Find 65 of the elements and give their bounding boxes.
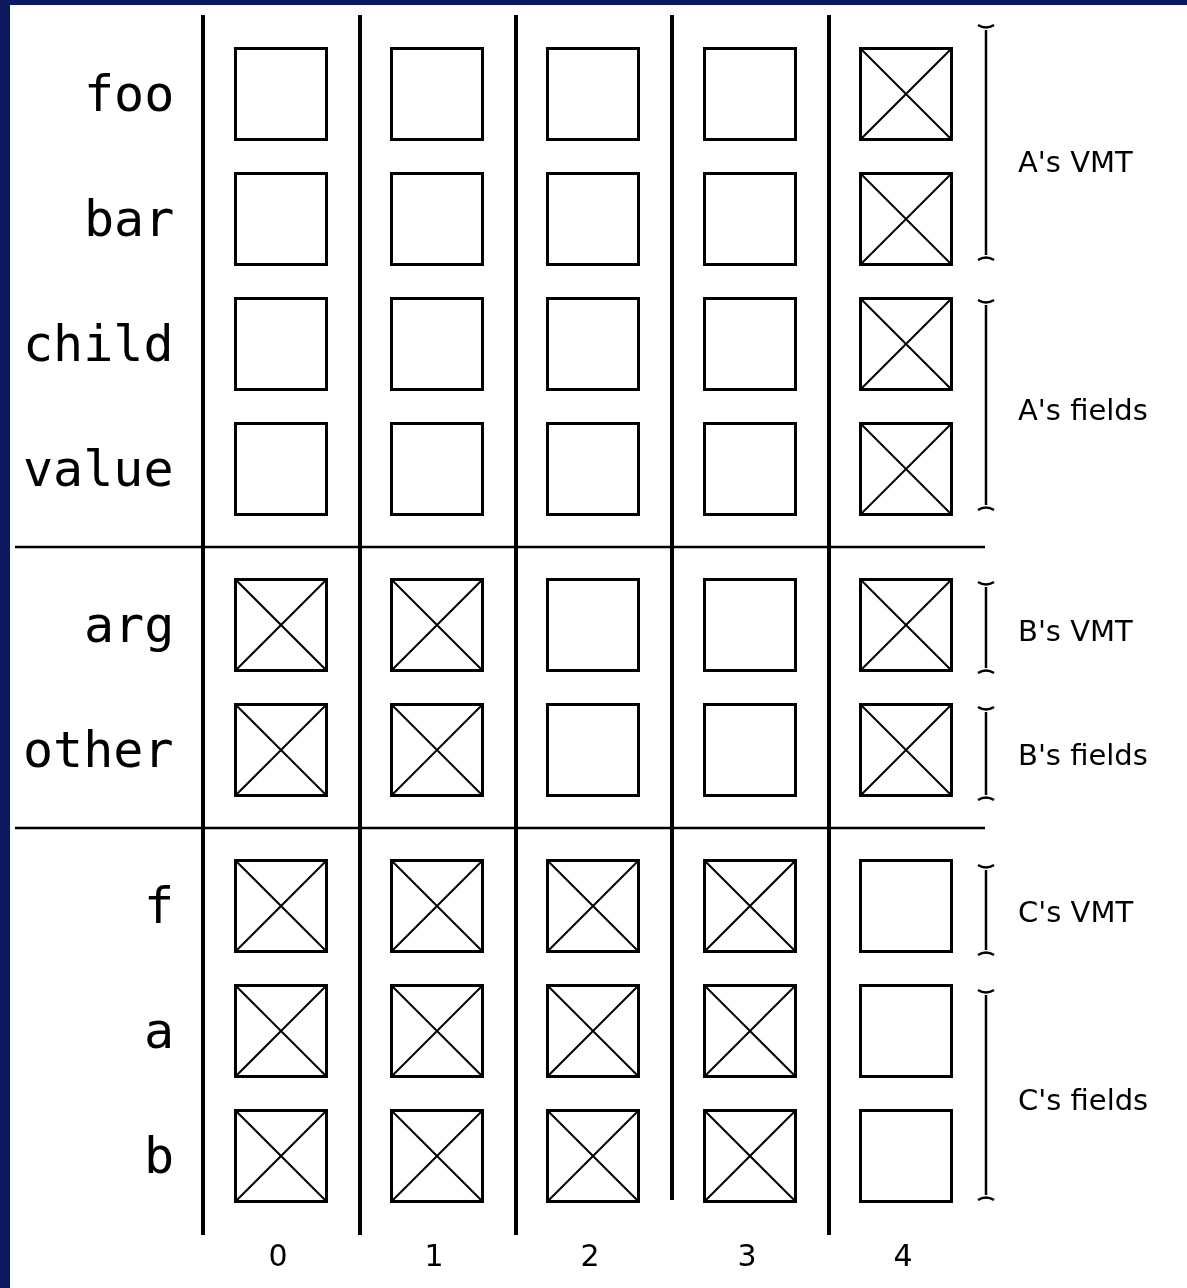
crossed-box [390,984,484,1078]
empty-box [546,297,640,391]
section-label: C's VMT [1018,897,1134,927]
empty-box [703,172,797,266]
empty-box [703,297,797,391]
column-number: 4 [893,1241,913,1271]
empty-box [546,422,640,516]
crossed-box [859,578,953,672]
crossed-box [390,703,484,797]
empty-box [546,172,640,266]
empty-box [546,703,640,797]
crossed-box [390,1109,484,1203]
empty-box [546,578,640,672]
crossed-box [703,1109,797,1203]
row-label: arg [84,600,175,650]
crossed-box [390,578,484,672]
row-label: a [144,1006,175,1056]
empty-box [234,422,328,516]
row-label: other [23,725,174,775]
empty-box [546,47,640,141]
crossed-box [234,578,328,672]
empty-box [703,578,797,672]
empty-box [234,172,328,266]
crossed-box [546,984,640,1078]
empty-box [390,297,484,391]
column-number: 2 [580,1241,600,1271]
row-label: bar [84,194,175,244]
empty-box [703,422,797,516]
crossed-box [859,47,953,141]
section-label: C's fields [1018,1085,1149,1115]
crossed-box [703,859,797,953]
crossed-box [234,1109,328,1203]
section-label: A's fields [1018,395,1148,425]
crossed-box [859,422,953,516]
crossed-box [234,859,328,953]
crossed-box [546,859,640,953]
empty-box [390,47,484,141]
row-label: value [23,444,174,494]
empty-box [234,47,328,141]
row-label: b [144,1131,175,1181]
crossed-box [859,297,953,391]
section-label: B's VMT [1018,616,1133,646]
crossed-box [234,984,328,1078]
crossed-box [703,984,797,1078]
empty-box [703,703,797,797]
column-number: 3 [737,1241,757,1271]
crossed-box [859,703,953,797]
section-label: B's fields [1018,740,1148,770]
empty-box [390,172,484,266]
empty-box [703,47,797,141]
empty-box [859,984,953,1078]
section-label: A's VMT [1018,147,1133,177]
crossed-box [390,859,484,953]
crossed-box [546,1109,640,1203]
empty-box [859,1109,953,1203]
crossed-box [859,172,953,266]
crossed-box [234,703,328,797]
row-label: child [23,319,174,369]
row-label: f [144,881,175,931]
column-number: 1 [424,1241,444,1271]
empty-box [234,297,328,391]
empty-box [390,422,484,516]
column-number: 0 [268,1241,288,1271]
row-label: foo [84,69,175,119]
empty-box [859,859,953,953]
